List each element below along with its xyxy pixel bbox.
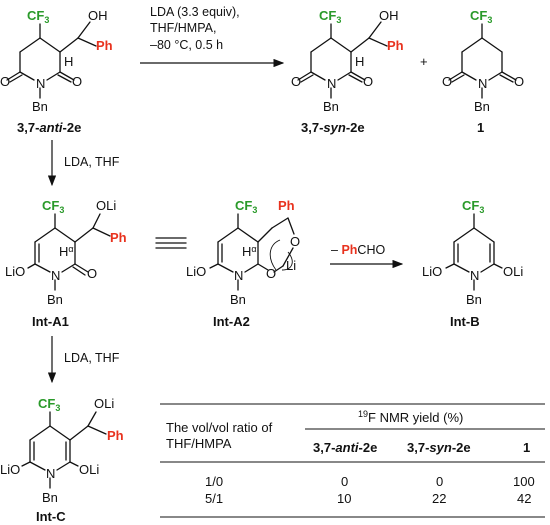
label-syn-2e: 3,7-syn-2e	[301, 120, 365, 135]
bn-group: Bn	[466, 292, 482, 307]
row2-ratio: 5/1	[205, 491, 223, 506]
phenyl-group: Ph	[107, 428, 124, 443]
reagent-step-2: LDA, THF	[64, 155, 120, 169]
label-int-c: Int-C	[36, 509, 66, 524]
bn-group: Bn	[230, 292, 246, 307]
lio-group: LiO	[186, 264, 206, 279]
ring-n: N	[234, 268, 243, 283]
ring-n: N	[478, 76, 487, 91]
bn-group: Bn	[32, 99, 48, 114]
phenyl-group: Ph	[387, 38, 404, 53]
phenyl-group: Ph	[110, 230, 127, 245]
molecule-int-c: CF3 LiO N OLi Bn OLi Ph	[0, 396, 124, 505]
cf3-group: CF3	[42, 198, 64, 215]
oli-group-right: OLi	[79, 462, 99, 477]
row2-one: 42	[517, 491, 531, 506]
carbonyl-o-left: O	[0, 74, 10, 89]
label-int-b: Int-B	[450, 314, 480, 329]
cf3-group: CF3	[38, 396, 60, 413]
row2-syn: 22	[432, 491, 446, 506]
lio-group-left: LiO	[0, 462, 20, 477]
cf3-group: CF3	[27, 8, 49, 25]
plus-sign: +	[420, 54, 428, 69]
row2-anti: 10	[337, 491, 351, 506]
curly-arrow-1	[269, 239, 281, 271]
reagent-line-2: THF/HMPA,	[150, 21, 216, 35]
ring-n: N	[36, 76, 45, 91]
ring-n: N	[327, 76, 336, 91]
oli-group-side: OLi	[94, 396, 114, 411]
cf3-group: CF3	[235, 198, 257, 215]
molecule-1: CF3 O N O Bn	[442, 8, 524, 114]
lio-group-left: LiO	[422, 264, 442, 279]
header-col-1: 1	[523, 440, 530, 455]
carbonyl-o-right: O	[363, 74, 373, 89]
h-atom: H	[355, 54, 364, 69]
bn-group: Bn	[42, 490, 58, 505]
row1-one: 100	[513, 474, 535, 489]
header-nmr-yield: 19F NMR yield (%)	[358, 409, 463, 425]
hydroxyl-group: OH	[379, 8, 399, 23]
bn-group: Bn	[474, 99, 490, 114]
bn-group: Bn	[47, 292, 63, 307]
hydroxyl-group: OH	[88, 8, 108, 23]
oli-group-right: OLi	[503, 264, 523, 279]
header-ratio-line2: THF/HMPA	[166, 436, 232, 451]
molecule-int-a1: CF3 LiO N O Bn OLi Ph Hα	[5, 198, 127, 307]
molecule-int-b: CF3 LiO N OLi Bn	[422, 198, 523, 307]
carbonyl-o-right: O	[72, 74, 82, 89]
carbonyl-o-left: O	[291, 74, 301, 89]
bn-group: Bn	[323, 99, 339, 114]
reagent-line-1: LDA (3.3 equiv),	[150, 5, 240, 19]
cf3-group: CF3	[462, 198, 484, 215]
row1-syn: 0	[436, 474, 443, 489]
row1-anti: 0	[341, 474, 348, 489]
header-col-anti: 3,7-anti-2e	[313, 440, 377, 455]
label-int-a2: Int-A2	[213, 314, 250, 329]
reagent-line-3: –80 °C, 0.5 h	[150, 38, 223, 52]
cf3-group: CF3	[470, 8, 492, 25]
header-col-syn: 3,7-syn-2e	[407, 440, 471, 455]
row1-ratio: 1/0	[205, 474, 223, 489]
molecule-anti-2e: CF3 O N O Bn OH Ph H	[0, 8, 113, 114]
header-ratio-line1: The vol/vol ratio of	[166, 420, 273, 435]
h-atom: H	[64, 54, 73, 69]
carbonyl-o-right: O	[514, 74, 524, 89]
lio-group: LiO	[5, 264, 25, 279]
phcho-loss: – PhCHO	[331, 243, 385, 257]
phenyl-group: Ph	[278, 198, 295, 213]
molecule-int-a2: CF3 LiO N O O Li Bn Ph Hα	[186, 198, 300, 307]
h-alpha: Hα	[59, 244, 74, 259]
yield-table: The vol/vol ratio of THF/HMPA 19F NMR yi…	[160, 403, 545, 518]
curly-arrow-2	[281, 251, 293, 271]
ring-n: N	[46, 466, 55, 481]
oli-group: OLi	[96, 198, 116, 213]
label-int-a1: Int-A1	[32, 314, 69, 329]
label-anti-2e: 3,7-anti-2e	[17, 120, 81, 135]
label-1: 1	[477, 120, 484, 135]
ring-n: N	[470, 268, 479, 283]
carbonyl-o-left: O	[442, 74, 452, 89]
equivalence-sign	[155, 237, 187, 249]
h-alpha: Hα	[242, 244, 257, 259]
phenyl-group: Ph	[96, 38, 113, 53]
alkoxide-o: O	[290, 234, 300, 249]
carbonyl-o: O	[87, 266, 97, 281]
reagent-step-3: LDA, THF	[64, 351, 120, 365]
ring-n: N	[51, 268, 60, 283]
enolate-o: O	[266, 266, 276, 281]
cf3-group: CF3	[319, 8, 341, 25]
molecule-syn-2e: CF3 O N O Bn OH Ph H	[291, 8, 404, 114]
